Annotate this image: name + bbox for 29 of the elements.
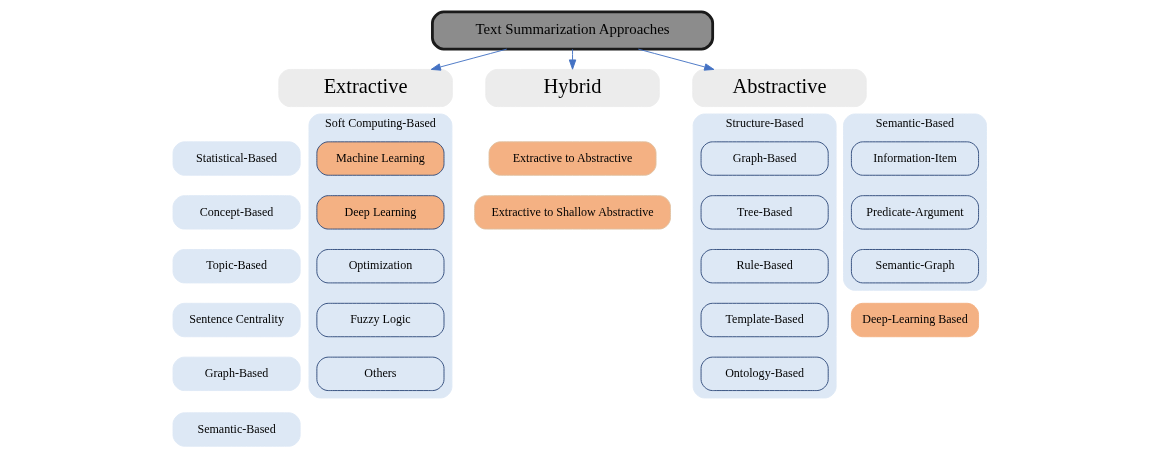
node-box: Ontology-Based bbox=[700, 356, 829, 391]
node-box: Semantic-Graph bbox=[850, 249, 979, 284]
node-box: Extractive to Abstractive bbox=[488, 141, 657, 176]
node-box: Concept-Based bbox=[172, 195, 301, 230]
node-box: Tree-Based bbox=[700, 195, 829, 230]
node-box: Text Summarization Approaches bbox=[430, 10, 714, 51]
arrow bbox=[430, 48, 507, 71]
node-box: Machine Learning bbox=[315, 141, 444, 176]
node-box: Sentence Centrality bbox=[172, 302, 301, 338]
node-box: Information-Item bbox=[850, 141, 979, 176]
node-box: Fuzzy Logic bbox=[315, 302, 444, 338]
node-box: Extractive bbox=[277, 69, 453, 108]
node-box: Extractive to Shallow Abstractive bbox=[473, 195, 671, 230]
node-box: Others bbox=[315, 356, 444, 391]
node-box: Semantic-Based bbox=[172, 412, 301, 447]
node-box: Graph-Based bbox=[172, 356, 301, 391]
node-box: Rule-Based bbox=[700, 249, 829, 284]
arrow bbox=[568, 48, 576, 70]
node-box: Deep-Learning Based bbox=[850, 302, 979, 338]
node-box: Predicate-Argument bbox=[850, 195, 979, 230]
node-box: Template-Based bbox=[700, 302, 829, 338]
arrow bbox=[637, 48, 714, 71]
node-box: Deep Learning bbox=[315, 195, 444, 230]
node-box: Hybrid bbox=[484, 69, 660, 108]
node-box: Topic-Based bbox=[172, 249, 301, 284]
node-box: Optimization bbox=[315, 249, 444, 284]
node-box: Statistical-Based bbox=[172, 141, 301, 176]
node-box: Graph-Based bbox=[700, 141, 829, 176]
node-box: Abstractive bbox=[691, 69, 867, 108]
